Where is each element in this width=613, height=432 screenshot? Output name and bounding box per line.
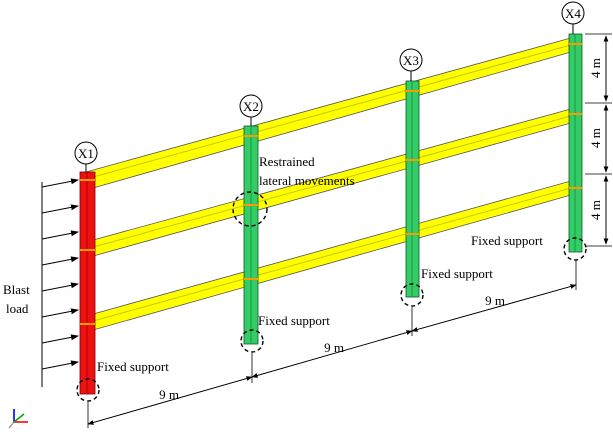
fixed-support-label-x3: Fixed support: [421, 266, 493, 281]
fixed-support-label-x4: Fixed support: [471, 233, 543, 248]
restrained-label-line1: Restrained: [259, 154, 315, 169]
height-label-1: 4 m: [588, 58, 603, 78]
column-x3: [405, 80, 420, 298]
column-x1: [79, 171, 96, 395]
grid-label-x2: X2: [243, 99, 259, 114]
span-label-3: 9 m: [485, 293, 505, 308]
joints: [80, 43, 582, 325]
span-label-1: 9 m: [159, 387, 179, 402]
blast-label-line2: load: [6, 301, 29, 316]
grid-label-x1: X1: [78, 146, 94, 161]
beam-bottom: [85, 178, 579, 333]
fixed-support-label-x2: Fixed support: [258, 313, 330, 328]
span-label-2: 9 m: [324, 340, 344, 355]
height-dimensions: [585, 33, 612, 247]
span-dimensions: [87, 260, 577, 428]
beams: [85, 35, 579, 333]
blast-load-arrows: [41, 178, 79, 387]
blast-label-line1: Blast: [3, 282, 30, 297]
grid-label-x4: X4: [565, 6, 581, 21]
grid-label-x3: X3: [403, 53, 419, 68]
columns: [79, 33, 583, 395]
xyz-axis-triad-icon: [8, 409, 28, 429]
support-circles: [76, 191, 587, 402]
column-x4: [568, 33, 583, 253]
fixed-support-label-x1: Fixed support: [97, 359, 169, 374]
restrained-label-line2: lateral movements: [259, 173, 355, 188]
restrained-circle: [232, 191, 268, 227]
height-label-2: 4 m: [588, 128, 603, 148]
grid-bubbles: X1 X2 X3 X4: [74, 1, 585, 172]
beam-top: [85, 35, 579, 191]
height-label-3: 4 m: [588, 200, 603, 220]
